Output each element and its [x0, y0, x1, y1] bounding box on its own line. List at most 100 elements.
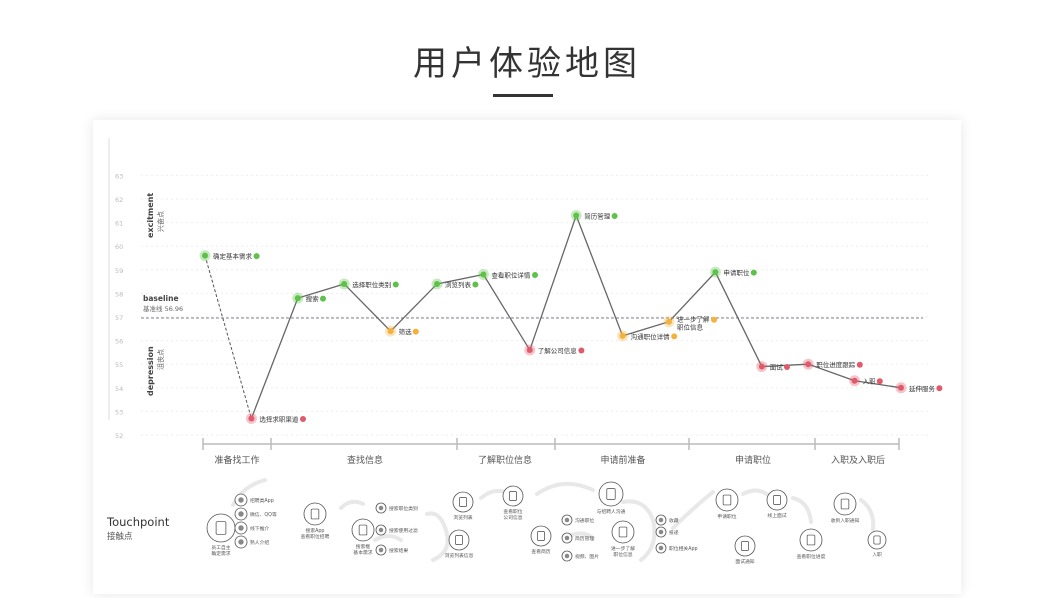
data-point[interactable]: 搜索 [292, 292, 326, 304]
touchpoint-item: 查看简历 [530, 525, 552, 555]
data-point[interactable]: 申请职位 [709, 266, 757, 278]
stage-label: 了解职位信息 [478, 454, 532, 466]
stage-label: 入职及入职后 [831, 455, 885, 466]
data-point-label: 了解公司信息 [538, 346, 578, 355]
touchpoint-label: 沟通职位 [575, 517, 594, 524]
data-point[interactable]: 筛选 [385, 325, 419, 337]
data-point-dot [573, 212, 580, 219]
touchpoint-label: 搜索使用过滤 [389, 527, 418, 534]
touchpoint-label: 浏览列表 [453, 514, 472, 521]
data-point-dot [294, 295, 301, 302]
touchpoint-label: 收到入职通知 [831, 517, 860, 524]
touchpoint-label: 投递 [669, 529, 679, 536]
stage-labels: 准备找工作 查找信息 了解职位信息 申请前准备 申请职位 入职及入职后 [214, 454, 885, 466]
data-point-dot [666, 318, 672, 325]
touchpoint-label: 确定需求 [211, 550, 230, 557]
data-point-label: 搜索 [306, 294, 320, 303]
data-point-dot [619, 332, 626, 339]
search-icon [351, 518, 375, 542]
data-point[interactable]: 延伸服务 [895, 382, 943, 394]
touchpoint-label: 线下推介 [250, 525, 269, 532]
y-tick-label: 59 [115, 267, 123, 275]
mood-face-icon [300, 415, 306, 422]
touchpoint-label: 基本需求 [353, 549, 372, 556]
touchpoint-label: 进一步了解 [611, 545, 635, 552]
data-point[interactable]: 面试 [756, 361, 790, 373]
touchpoint-item: 搜索职位类别 [375, 502, 418, 514]
title-underline [493, 94, 553, 97]
list-icon [448, 529, 470, 551]
touchpoint-item: 收到入职通知 [831, 492, 860, 524]
data-point[interactable]: 确定基本需求 [199, 250, 260, 262]
baseline-value-label: 基准线 56.96 [143, 304, 183, 313]
touchpoint-label: 申请职位 [717, 513, 736, 520]
stage-ticks [202, 438, 900, 450]
touchpoint-item: 申请职位 [715, 488, 739, 520]
data-point[interactable]: 职位进度跟踪 [802, 358, 863, 370]
y-tick-label: 55 [115, 361, 123, 369]
data-point[interactable]: 简历管理 [570, 210, 618, 222]
touchpoint-item: 浏览列表 [452, 491, 474, 521]
mood-face-icon [392, 281, 399, 288]
touchpoint-item: 查看职位进度 [797, 528, 826, 560]
touchpoint-label: 搜索App [306, 527, 325, 534]
touchpoint-label: 搜索结果 [389, 547, 408, 554]
chat-icon [598, 481, 624, 507]
data-point-label: 职位信息 [677, 323, 704, 332]
data-point-label: 延伸服务 [909, 384, 936, 393]
phone-icon [734, 535, 756, 557]
touchpoint-label: 公司信息 [503, 514, 522, 521]
depression-label-cn: 沮丧点 [156, 349, 165, 370]
baseline-label: baseline [143, 294, 179, 303]
touchpoint-item: 入职 [867, 530, 887, 558]
touchpoint-label: 查看职位 [503, 508, 522, 515]
data-point[interactable]: 查看职位详情 [477, 269, 538, 281]
touchpoint-label: 收藏 [669, 517, 679, 524]
document-icon [799, 528, 823, 552]
mood-face-icon [936, 385, 943, 392]
touchpoint-item: 微信、QQ等 [234, 507, 277, 521]
data-point[interactable]: 入职 [849, 375, 883, 387]
touchpoint-label: 搜索职位类别 [389, 505, 418, 512]
mood-face-icon [876, 378, 883, 385]
phone-icon [303, 502, 327, 526]
data-point[interactable]: 选择职位类别 [338, 278, 399, 290]
touchpoint-item: 收藏 [655, 514, 679, 526]
data-point[interactable]: 了解公司信息 [524, 344, 585, 356]
touchpoint-item: 面试通知 [734, 535, 756, 565]
data-point-dot [202, 252, 208, 259]
mood-face-icon [711, 316, 717, 323]
touchpoint-connectors [231, 478, 876, 562]
touchpoint-label: 查看职位进度 [797, 553, 826, 560]
touchpoint-item: 浏览列表信息 [445, 529, 474, 559]
touchpoint-label: 熟人介绍 [250, 539, 269, 546]
mood-face-icon [856, 361, 863, 368]
page-title: 用户体验地图 [413, 44, 641, 84]
touchpoint-label: 与招聘人沟通 [597, 508, 626, 515]
touchpoint-label: 面试通知 [735, 558, 754, 565]
touchpoint-label: 入职 [872, 552, 882, 558]
excitement-label-cn: 兴奋点 [156, 211, 165, 232]
data-point-label: 选择职位类别 [352, 280, 391, 289]
touchpoint-label: 视频、图片 [575, 553, 599, 560]
data-point-label: 浏览列表 [445, 280, 472, 289]
touchpoint-item: 视频、图片 [561, 550, 599, 562]
touchpoint-label: 员工自主 [211, 544, 230, 551]
data-point[interactable]: 沟通职位详情 [617, 330, 678, 342]
data-point-dot [898, 384, 904, 391]
touchpoint-title-cn: 接触点 [107, 531, 133, 542]
data-point[interactable]: 选择求职渠道 [245, 412, 306, 424]
data-point[interactable]: 浏览列表 [431, 278, 479, 290]
resume-icon [530, 525, 552, 547]
touchpoint-label: 职位信息 [613, 551, 632, 558]
touchpoint-label: 查看简历 [531, 548, 550, 555]
data-point-dot [712, 269, 719, 276]
